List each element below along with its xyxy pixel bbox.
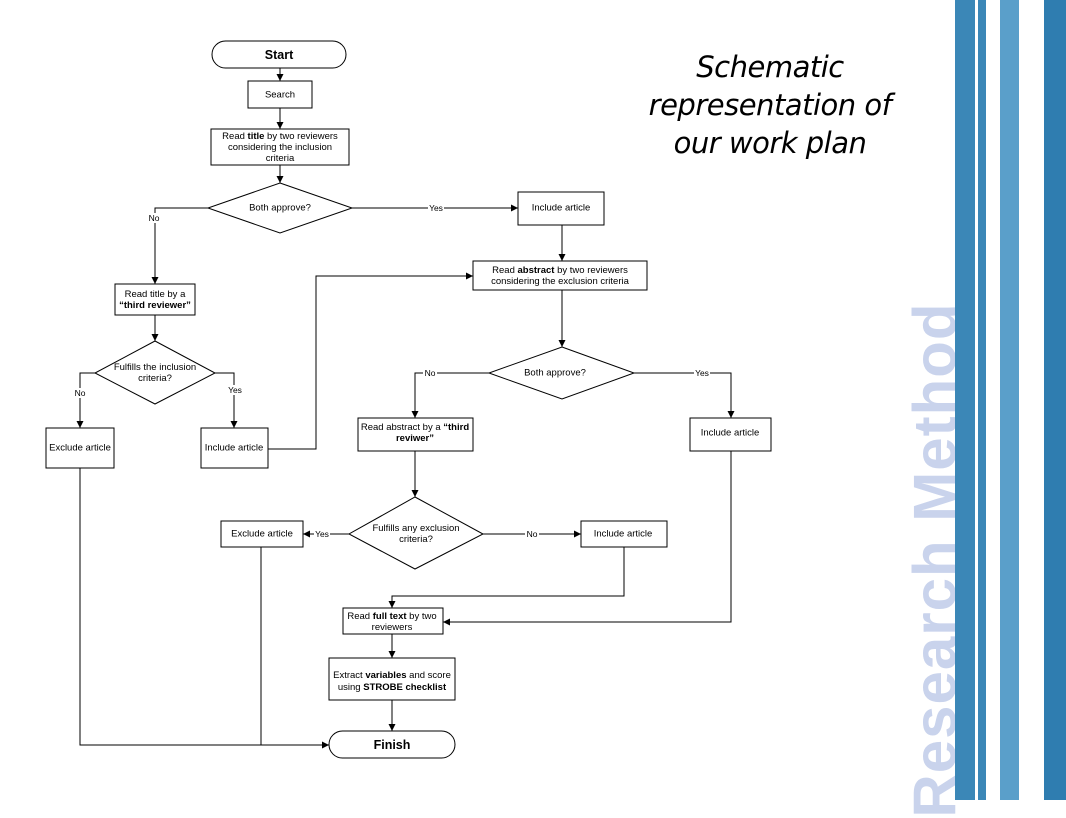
edge-label-yes-2: Yes bbox=[228, 385, 242, 395]
read-title-third-label: Read title by a“third reviewer” bbox=[119, 289, 191, 311]
exclude-article-box-1 bbox=[45, 427, 115, 469]
decorative-stripe-3 bbox=[1000, 0, 1019, 800]
edge-label-yes-3: Yes bbox=[695, 368, 709, 378]
include-article-box-2 bbox=[200, 427, 269, 469]
include-article-box-4 bbox=[580, 520, 668, 548]
edge-label-no-3: No bbox=[425, 368, 436, 378]
finish-terminal bbox=[328, 730, 456, 759]
connectors bbox=[76, 68, 735, 749]
decorative-stripe-2 bbox=[978, 0, 986, 800]
read-abstract-box bbox=[472, 260, 648, 291]
edge-label-no-4: No bbox=[527, 529, 538, 539]
include-article-box-1 bbox=[517, 191, 605, 226]
edge-label-yes-1: Yes bbox=[429, 203, 443, 213]
edge-no-third-reviewer-abstract bbox=[411, 372, 489, 418]
both-approve-label-1: Both approve? bbox=[249, 203, 311, 214]
edge-label-yes-4: Yes bbox=[315, 529, 329, 539]
exclude-article-label-2: Exclude article bbox=[231, 529, 293, 540]
exclude-article-label-1: Exclude article bbox=[49, 443, 111, 454]
both-approve-label-2: Both approve? bbox=[524, 368, 586, 379]
read-title-box bbox=[210, 128, 350, 166]
start-label: Start bbox=[265, 48, 294, 62]
edge-label-no-2: No bbox=[75, 388, 86, 398]
flowchart: Yes No No Yes No Yes Yes No Start Search… bbox=[45, 40, 772, 759]
search-box bbox=[247, 80, 313, 109]
decorative-stripe-4 bbox=[1044, 0, 1066, 800]
include-article-label-4: Include article bbox=[594, 529, 653, 540]
include-article-box-3 bbox=[689, 417, 772, 452]
extract-variables-box bbox=[328, 657, 456, 701]
edge-no-exclude-1 bbox=[76, 372, 95, 428]
edge-include-3-full-text bbox=[443, 451, 732, 626]
read-title-third-box bbox=[114, 283, 196, 316]
fulfills-inclusion-diamond bbox=[93, 340, 217, 405]
edge-exclude-1-finish bbox=[79, 468, 329, 749]
both-approve-diamond-2 bbox=[487, 346, 636, 400]
include-article-label-3: Include article bbox=[701, 428, 760, 439]
start-terminal bbox=[211, 40, 347, 69]
include-article-label-2: Include article bbox=[205, 443, 264, 454]
edge-include-2-abstract bbox=[268, 272, 473, 450]
edge-include-4-full-text bbox=[388, 547, 625, 608]
edge-yes-include-3 bbox=[634, 372, 735, 418]
exclude-article-box-2 bbox=[220, 520, 304, 548]
edge-yes-include-2 bbox=[215, 372, 238, 428]
nodes bbox=[45, 40, 772, 759]
include-article-label-1: Include article bbox=[532, 203, 591, 214]
read-abstract-third-box bbox=[357, 417, 474, 452]
fulfills-exclusion-diamond bbox=[347, 496, 485, 570]
slide-title: Schematic representation of our work pla… bbox=[648, 50, 892, 160]
edge-no-third-reviewer bbox=[151, 207, 208, 284]
decorative-stripe-1 bbox=[955, 0, 975, 800]
search-label: Search bbox=[265, 90, 295, 101]
read-full-text-box bbox=[342, 607, 444, 635]
both-approve-diamond-1 bbox=[206, 182, 354, 234]
finish-label: Finish bbox=[374, 738, 411, 752]
edge-label-no-1: No bbox=[149, 213, 160, 223]
